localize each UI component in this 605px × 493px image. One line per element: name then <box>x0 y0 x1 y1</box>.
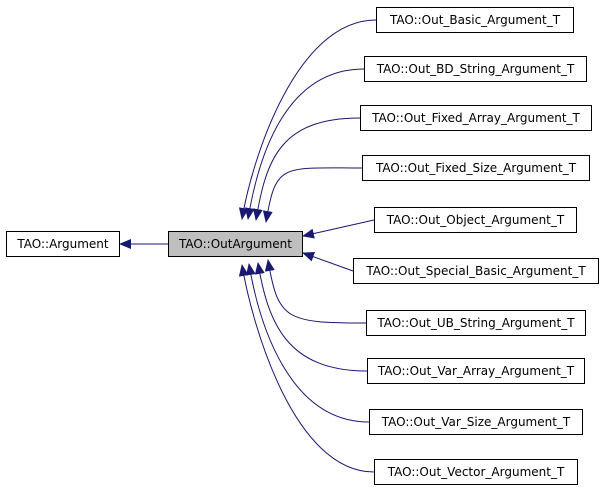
inheritance-edge <box>254 262 368 372</box>
derived-class-label: TAO::Out_Fixed_Array_Argument_T <box>372 111 580 125</box>
inheritance-edge <box>245 263 370 423</box>
derived-class-label: TAO::Out_Fixed_Size_Argument_T <box>375 161 577 175</box>
inheritance-edge <box>238 264 375 473</box>
base-class-node[interactable]: TAO::Argument <box>6 231 120 257</box>
derived-class-label: TAO::Out_Var_Size_Argument_T <box>381 415 571 429</box>
inheritance-edge <box>302 219 375 239</box>
current-class-label: TAO::OutArgument <box>178 237 292 251</box>
derived-class-label: TAO::Out_Var_Array_Argument_T <box>377 364 575 378</box>
derived-class-label: TAO::Out_UB_String_Argument_T <box>377 316 575 330</box>
derived-class-node[interactable]: TAO::Out_Vector_Argument_T <box>374 459 578 485</box>
derived-class-label: TAO::Out_Basic_Argument_T <box>389 13 561 27</box>
derived-class-node[interactable]: TAO::Out_Var_Array_Argument_T <box>367 358 585 384</box>
inheritance-edge <box>302 252 354 272</box>
derived-class-node[interactable]: TAO::Out_BD_String_Argument_T <box>364 56 587 82</box>
base-class-label: TAO::Argument <box>17 237 109 251</box>
inheritance-edge <box>264 259 367 324</box>
inheritance-edge <box>252 117 361 221</box>
derived-class-label: TAO::Out_BD_String_Argument_T <box>376 62 575 76</box>
derived-class-node[interactable]: TAO::Out_Basic_Argument_T <box>376 7 574 33</box>
inheritance-edge <box>238 19 377 220</box>
derived-class-node[interactable]: TAO::Out_Special_Basic_Argument_T <box>353 258 599 284</box>
derived-class-node[interactable]: TAO::Out_Fixed_Array_Argument_T <box>360 105 592 131</box>
derived-class-node[interactable]: TAO::Out_UB_String_Argument_T <box>366 310 586 336</box>
inheritance-edge <box>244 68 365 220</box>
derived-class-node[interactable]: TAO::Out_Var_Size_Argument_T <box>369 409 583 435</box>
derived-class-node[interactable]: TAO::Out_Object_Argument_T <box>374 207 577 233</box>
inheritance-edge <box>262 167 363 223</box>
derived-class-node[interactable]: TAO::Out_Fixed_Size_Argument_T <box>362 155 590 181</box>
derived-class-label: TAO::Out_Object_Argument_T <box>386 213 565 227</box>
current-class-node: TAO::OutArgument <box>168 231 303 257</box>
derived-class-label: TAO::Out_Special_Basic_Argument_T <box>366 264 586 278</box>
derived-class-label: TAO::Out_Vector_Argument_T <box>387 465 565 479</box>
